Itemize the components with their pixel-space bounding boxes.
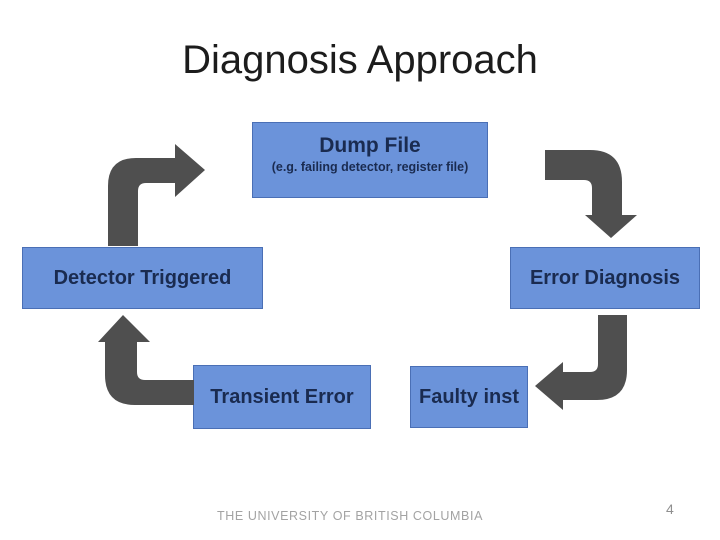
footer-text: THE UNIVERSITY OF BRITISH COLUMBIA (216, 509, 484, 523)
node-transient-error: Transient Error (193, 365, 371, 429)
page-number: 4 (666, 501, 674, 517)
node-detector-triggered-label: Detector Triggered (53, 266, 232, 289)
node-dump-file-sublabel: (e.g. failing detector, register file) (271, 160, 469, 175)
node-error-diagnosis: Error Diagnosis (510, 247, 700, 309)
bent-arrow-left-up-icon (98, 315, 194, 405)
bent-arrow-up-right-icon (108, 144, 205, 246)
bent-arrow-down-left-icon (535, 315, 627, 410)
node-dump-file-label: Dump File (319, 134, 421, 157)
slide-title: Diagnosis Approach (182, 38, 538, 82)
node-detector-triggered: Detector Triggered (22, 247, 263, 309)
bent-arrow-right-down-icon (545, 150, 637, 238)
node-faulty-inst: Faulty inst (410, 366, 528, 428)
node-transient-error-label: Transient Error (210, 385, 354, 408)
node-dump-file: Dump File (e.g. failing detector, regist… (252, 122, 488, 198)
node-error-diagnosis-label: Error Diagnosis (529, 266, 681, 289)
node-faulty-inst-label: Faulty inst (418, 385, 519, 408)
